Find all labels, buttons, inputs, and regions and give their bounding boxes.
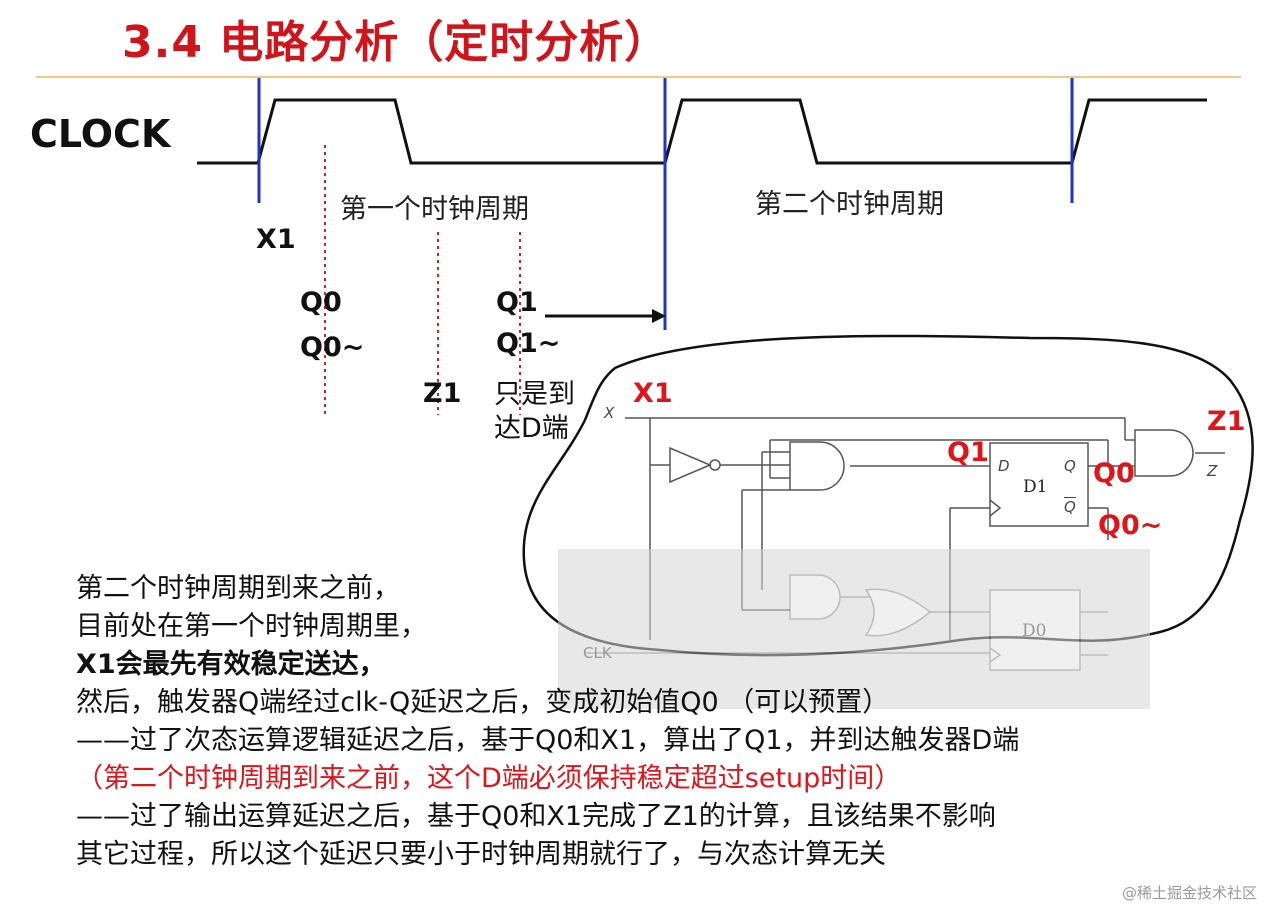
explanation-line-8: 其它过程，所以这个延迟只要小于时钟周期就行了，与次态计算无关 bbox=[76, 839, 886, 870]
explanation-line-4: 然后，触发器Q端经过clk-Q延迟之后，变成初始值Q0 （可以预置） bbox=[76, 687, 890, 718]
faded-lower-circuit bbox=[558, 549, 1150, 709]
explanation-line-3: X1会最先有效稳定送达， bbox=[76, 649, 386, 680]
circuit-z1-label: Z1 bbox=[1207, 406, 1246, 437]
timing-q0-not-label: Q0~ bbox=[300, 332, 365, 363]
explanation-text: 第二个时钟周期到来之前， 目前处在第一个时钟周期里， X1会最先有效稳定送达， … bbox=[76, 570, 1019, 874]
title-divider bbox=[36, 76, 1241, 78]
arrow-head bbox=[652, 309, 666, 323]
watermark: @稀土掘金技术社区 bbox=[1121, 884, 1257, 902]
ff1-pin-qbar: Q bbox=[1064, 498, 1076, 516]
timing-d-note: 只是到 达D端 bbox=[494, 378, 575, 446]
and-gate-output bbox=[1134, 429, 1194, 477]
timing-z1-label: Z1 bbox=[423, 378, 462, 409]
slide-title: 3.4 电路分析（定时分析） bbox=[122, 17, 670, 68]
circuit-q0-not-label: Q0~ bbox=[1098, 510, 1163, 541]
ff1-pin-q: Q bbox=[1064, 457, 1076, 475]
timing-q1-not-label: Q1~ bbox=[496, 328, 561, 359]
period-1-label: 第一个时钟周期 bbox=[340, 194, 529, 225]
timing-x1-label: X1 bbox=[256, 224, 296, 255]
clock-waveform bbox=[197, 98, 1207, 165]
circuit-x1-label: X1 bbox=[633, 378, 673, 409]
circuit-q1-label: Q1 bbox=[947, 437, 989, 468]
and-gate-1 bbox=[789, 441, 845, 491]
explanation-line-7: ——过了输出运算延迟之后，基于Q0和X1完成了Z1的计算，且该结果不影响 bbox=[76, 801, 996, 832]
pin-x-label: X bbox=[604, 404, 615, 422]
explanation-line-2: 目前处在第一个时钟周期里， bbox=[76, 611, 427, 642]
inverter-bubble bbox=[709, 459, 721, 471]
ff1-pin-d: D bbox=[998, 457, 1010, 475]
period-2-label: 第二个时钟周期 bbox=[755, 189, 944, 220]
flipflop-d1 bbox=[989, 442, 1089, 527]
clock-label: CLOCK bbox=[30, 112, 171, 156]
timing-q1-label: Q1 bbox=[496, 287, 538, 318]
pin-z-label: Z bbox=[1207, 462, 1218, 480]
timing-q0-label: Q0 bbox=[300, 287, 342, 318]
explanation-line-1: 第二个时钟周期到来之前， bbox=[76, 573, 400, 604]
ff1-name: D1 bbox=[1023, 477, 1048, 497]
circuit-q0-label: Q0 bbox=[1093, 458, 1135, 489]
d1-clock-triangle bbox=[989, 499, 1002, 517]
inverter-gate bbox=[669, 446, 712, 484]
timing-d-note-line2: 达D端 bbox=[494, 413, 569, 444]
ff0-name: D0 bbox=[1022, 621, 1047, 641]
clk-label: CLK bbox=[583, 644, 612, 662]
explanation-line-5: ——过了次态运算逻辑延迟之后，基于Q0和X1，算出了Q1，并到达触发器D端 bbox=[76, 725, 1020, 756]
timing-d-note-line1: 只是到 bbox=[494, 379, 575, 410]
circuit-wires bbox=[625, 417, 1225, 640]
explanation-line-6: （第二个时钟周期到来之前，这个D端必须保持稳定超过setup时间） bbox=[76, 763, 902, 794]
